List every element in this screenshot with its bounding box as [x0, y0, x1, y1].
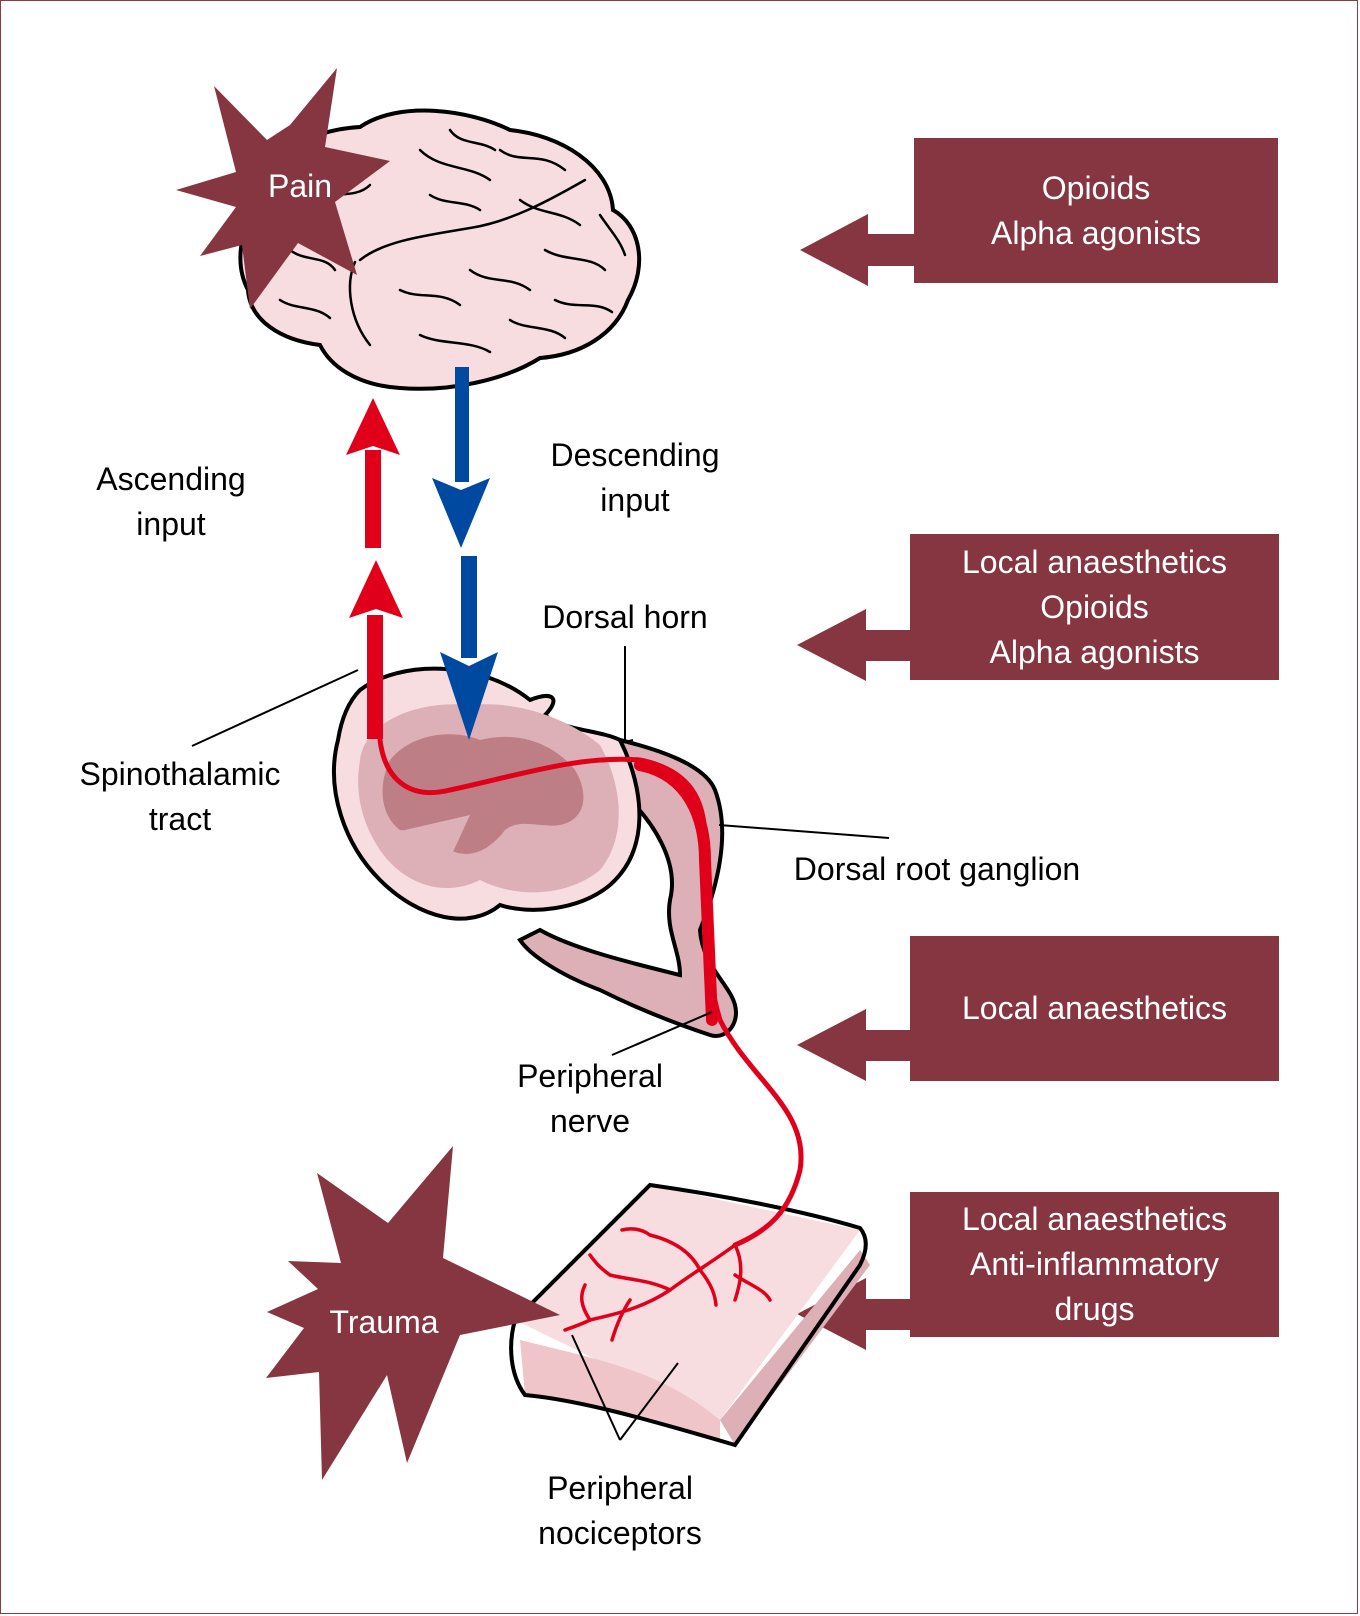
trauma-burst	[266, 1146, 560, 1480]
spinothalamic-tract-label: Spinothalamic tract	[60, 752, 300, 842]
descending-input-label: Descending input	[530, 433, 740, 523]
peripheral-nociceptors-label: Peripheral nociceptors	[520, 1466, 720, 1556]
pain-burst	[176, 68, 390, 309]
drug-arrow-peripheral-nerve	[797, 1009, 912, 1081]
drug-box-peripheral-nerve-line-1: Local anaesthetics	[961, 990, 1228, 1026]
ascending-line-1: Ascending	[96, 461, 246, 497]
leader-lines	[191, 646, 890, 1441]
drug-box-brain-line-1: Opioids	[1041, 169, 1151, 206]
pain-label: Pain	[267, 168, 333, 204]
drug-arrow-brain	[800, 214, 915, 286]
descending-line-2: input	[600, 482, 670, 518]
drug-box-dorsal-horn-line-1: Local anaesthetics	[961, 543, 1228, 580]
drug-box-dorsal-horn-line-3: Alpha agonists	[989, 633, 1200, 670]
peripheral-nerve-line-1: Peripheral	[517, 1058, 663, 1094]
tissue-block	[509, 1182, 870, 1448]
nerve-in-root	[634, 759, 718, 1026]
trauma-label: Trauma	[329, 1304, 439, 1340]
drug-box-brain-line-2: Alpha agonists	[991, 214, 1201, 251]
drug-box-brain: Opioids Alpha agonists	[914, 138, 1278, 283]
drug-box-periphery-line-1: Local anaesthetics	[961, 1201, 1228, 1237]
descending-arrows	[432, 367, 498, 740]
spinothalamic-line-2: tract	[148, 801, 212, 837]
drug-arrow-dorsal-horn	[797, 609, 912, 681]
spinothalamic-line-1: Spinothalamic	[79, 756, 281, 792]
drug-box-periphery-line-3: drugs	[1054, 1291, 1135, 1327]
drug-box-dorsal-horn: Local anaesthetics Opioids Alpha agonist…	[910, 534, 1279, 680]
peripheral-nerve-label: Peripheral nerve	[500, 1054, 680, 1144]
drug-box-periphery: Local anaesthetics Anti-inflammatory dru…	[910, 1192, 1279, 1337]
dorsal-root-ganglion-label: Dorsal root ganglion	[793, 851, 1081, 887]
ascending-input-label: Ascending input	[76, 457, 266, 547]
ascending-arrows	[346, 398, 403, 739]
descending-line-1: Descending	[550, 437, 720, 473]
ascending-line-2: input	[136, 506, 206, 542]
peripheral-nerve-line-2: nerve	[549, 1103, 631, 1139]
drug-box-dorsal-horn-line-2: Opioids	[1040, 588, 1149, 625]
dorsal-horn-label: Dorsal horn	[542, 599, 708, 635]
nociceptors-line-2: nociceptors	[538, 1515, 702, 1551]
drug-box-peripheral-nerve: Local anaesthetics	[910, 936, 1279, 1081]
drug-box-periphery-line-2: Anti-inflammatory	[970, 1246, 1219, 1282]
nociceptors-line-1: Peripheral	[547, 1470, 693, 1506]
nociceptor-branches	[563, 1227, 772, 1342]
drug-arrows	[797, 214, 915, 1350]
drug-arrow-periphery	[797, 1278, 912, 1350]
spinal-cord	[332, 666, 738, 1038]
